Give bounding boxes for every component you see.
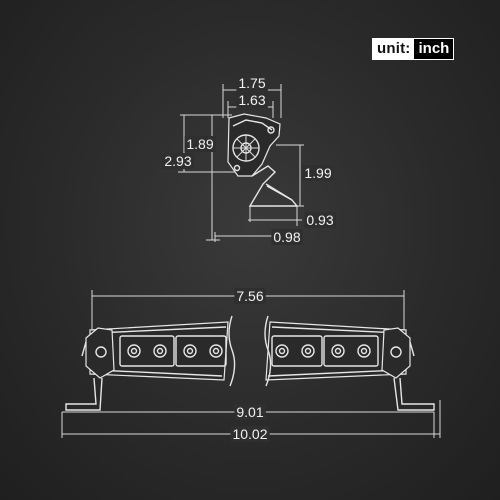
label-backing	[162, 153, 194, 169]
heatsink-icon	[232, 134, 260, 162]
label-backing	[234, 288, 266, 304]
label-backing	[234, 404, 266, 420]
unit-value: inch	[414, 39, 454, 59]
dim-height-upper: 1.89	[186, 136, 213, 152]
dim-width-outer: 1.75	[238, 75, 265, 91]
label-backing	[302, 165, 334, 181]
side-view	[178, 84, 304, 242]
led-icon	[127, 344, 223, 358]
label-backing	[184, 136, 216, 152]
dim-overall-length: 10.02	[232, 426, 267, 442]
label-backing	[236, 75, 268, 91]
dim-height-mount: 1.99	[304, 165, 331, 181]
led-icon	[275, 344, 371, 358]
dim-width-inner: 1.63	[238, 92, 265, 108]
dim-mount-length: 9.01	[236, 404, 263, 420]
dim-height-total: 2.93	[164, 153, 191, 169]
unit-label: unit:	[373, 39, 415, 59]
dim-base-outer: 0.98	[273, 229, 300, 245]
label-backing	[230, 426, 270, 442]
front-view	[61, 290, 441, 438]
label-backing	[236, 92, 268, 108]
label-backing	[304, 212, 336, 228]
dim-lens-length: 7.56	[236, 288, 263, 304]
dim-base-inner: 0.93	[306, 212, 333, 228]
unit-badge: unit: inch	[372, 38, 455, 60]
label-backing	[271, 229, 303, 245]
